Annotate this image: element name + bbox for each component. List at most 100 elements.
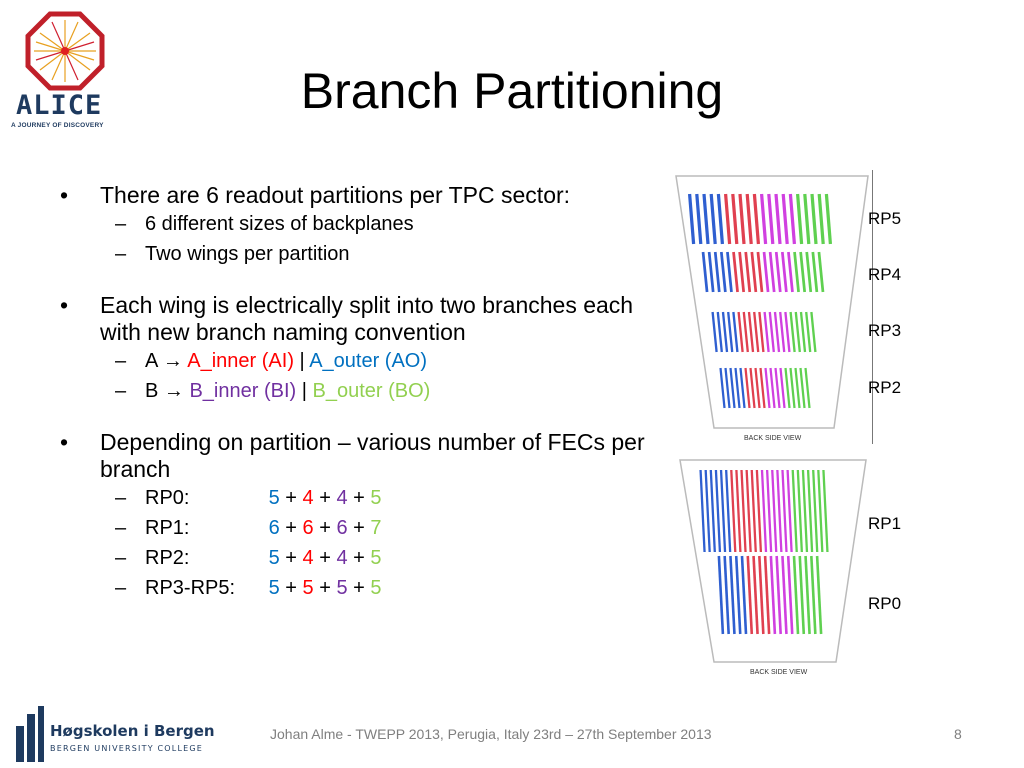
- fec-strip: [798, 555, 806, 635]
- plus-sign: +: [285, 547, 297, 569]
- fec-count-bi: 4: [336, 487, 348, 509]
- plus-sign: +: [353, 577, 365, 599]
- fec-count-bi: 5: [336, 577, 348, 599]
- arrow-icon: →: [163, 380, 184, 402]
- fec-count-bo: 5: [370, 487, 382, 509]
- fec-count-bo: 7: [370, 517, 382, 539]
- fec-strip: [824, 193, 833, 245]
- fec-strip: [786, 469, 793, 553]
- plus-sign: +: [285, 487, 297, 509]
- rp2-label: RP2: [868, 378, 902, 397]
- fec-strip: [745, 469, 752, 553]
- fec-strip: [732, 251, 739, 293]
- fec-strip: [774, 193, 782, 245]
- fec-strip: [817, 251, 825, 293]
- fec-strip: [737, 311, 744, 353]
- fec-strip: [812, 469, 819, 553]
- fec-strip: [742, 311, 749, 353]
- alice-logo-tagline: A JOURNEY OF DISCOVERY: [11, 122, 104, 129]
- fec-strip: [721, 311, 729, 353]
- fec-strip: [762, 251, 770, 293]
- sub-bullet-text: 6 different sizes of backplanes: [145, 213, 414, 235]
- plus-sign: +: [285, 517, 297, 539]
- fec-strip: [717, 555, 725, 635]
- fec-strip: [734, 555, 742, 635]
- fec-strip: [786, 555, 794, 635]
- fec-strip: [759, 193, 768, 245]
- fec-strip: [799, 311, 807, 353]
- fec-strip: [789, 311, 796, 353]
- fec-strip: [784, 311, 791, 353]
- fec-strip: [768, 251, 776, 293]
- fec-count-ao: 5: [268, 487, 280, 509]
- bullet-marker: •: [60, 182, 69, 208]
- fec-strip: [695, 193, 703, 245]
- fec-strip: [745, 193, 753, 245]
- branch-prefix: A: [145, 350, 158, 372]
- backplane-diagram-lower: BACK SIDE VIEW: [679, 459, 867, 676]
- fec-strip: [789, 367, 796, 409]
- fec-strip: [744, 367, 751, 409]
- fec-strip: [747, 311, 755, 353]
- college-name: Høgskolen i Bergen: [50, 722, 215, 740]
- sub-bullet-item: – B → B_inner (BI) | B_outer (BO): [60, 376, 660, 406]
- fec-strip: [805, 251, 813, 293]
- fec-strip: [763, 311, 770, 353]
- rp0-label: RP0: [868, 594, 902, 613]
- fec-strip: [759, 367, 766, 409]
- fec-strip: [739, 367, 746, 409]
- fec-strip: [801, 469, 809, 553]
- fec-strip: [765, 469, 773, 553]
- fec-strip: [702, 193, 710, 245]
- plus-sign: +: [353, 487, 365, 509]
- fec-strip: [803, 193, 811, 245]
- fec-count-ai: 5: [302, 577, 314, 599]
- fec-strip: [817, 469, 824, 553]
- b-outer-label: B_outer (BO): [312, 380, 431, 402]
- fec-row: – RP1: 6 + 6 + 6 + 7: [60, 513, 660, 543]
- fec-strip: [769, 555, 777, 635]
- fec-row: – RP2: 5 + 4 + 4 + 5: [60, 543, 660, 573]
- fec-strip: [731, 193, 739, 245]
- fec-strip: [817, 193, 825, 245]
- fec-strip: [787, 251, 794, 293]
- dash-marker: –: [115, 380, 127, 402]
- fec-strip: [704, 469, 711, 553]
- fec-strip: [730, 469, 737, 553]
- fec-strip: [750, 469, 757, 553]
- fec-strip: [740, 469, 747, 553]
- fec-strip: [822, 469, 829, 553]
- fec-strip: [749, 367, 756, 409]
- plus-sign: +: [319, 487, 331, 509]
- a-inner-label: A_inner (AI): [187, 350, 294, 372]
- fec-strip: [729, 555, 736, 635]
- fec-strip: [699, 469, 706, 553]
- fec-strip: [727, 311, 734, 353]
- fec-strip: [719, 251, 727, 293]
- dash-marker: –: [115, 350, 127, 372]
- divider-line: [872, 170, 873, 444]
- dash-marker: –: [115, 487, 127, 509]
- fec-strip: [796, 469, 803, 553]
- back-side-view-label: BACK SIDE VIEW: [750, 669, 808, 676]
- dash-marker: –: [115, 517, 127, 539]
- a-outer-label: A_outer (AO): [309, 350, 428, 372]
- fec-strip: [738, 193, 746, 245]
- fec-strip: [811, 251, 819, 293]
- fec-strip: [771, 469, 778, 553]
- fec-strip: [793, 251, 800, 293]
- alice-star-icon: [25, 11, 105, 91]
- fec-strip: [724, 367, 731, 409]
- fec-strip: [754, 367, 761, 409]
- fec-count-bo: 5: [370, 547, 382, 569]
- rp1-label: RP1: [868, 514, 902, 533]
- fec-strip: [735, 469, 742, 553]
- fec-strip: [763, 555, 771, 635]
- fec-strip: [773, 311, 781, 353]
- fec-strip: [752, 555, 759, 635]
- fec-strip: [732, 311, 739, 353]
- fec-row: – RP0: 5 + 4 + 4 + 5: [60, 483, 660, 513]
- fec-strip: [719, 469, 727, 553]
- plus-sign: +: [319, 577, 331, 599]
- fec-strip: [779, 311, 786, 353]
